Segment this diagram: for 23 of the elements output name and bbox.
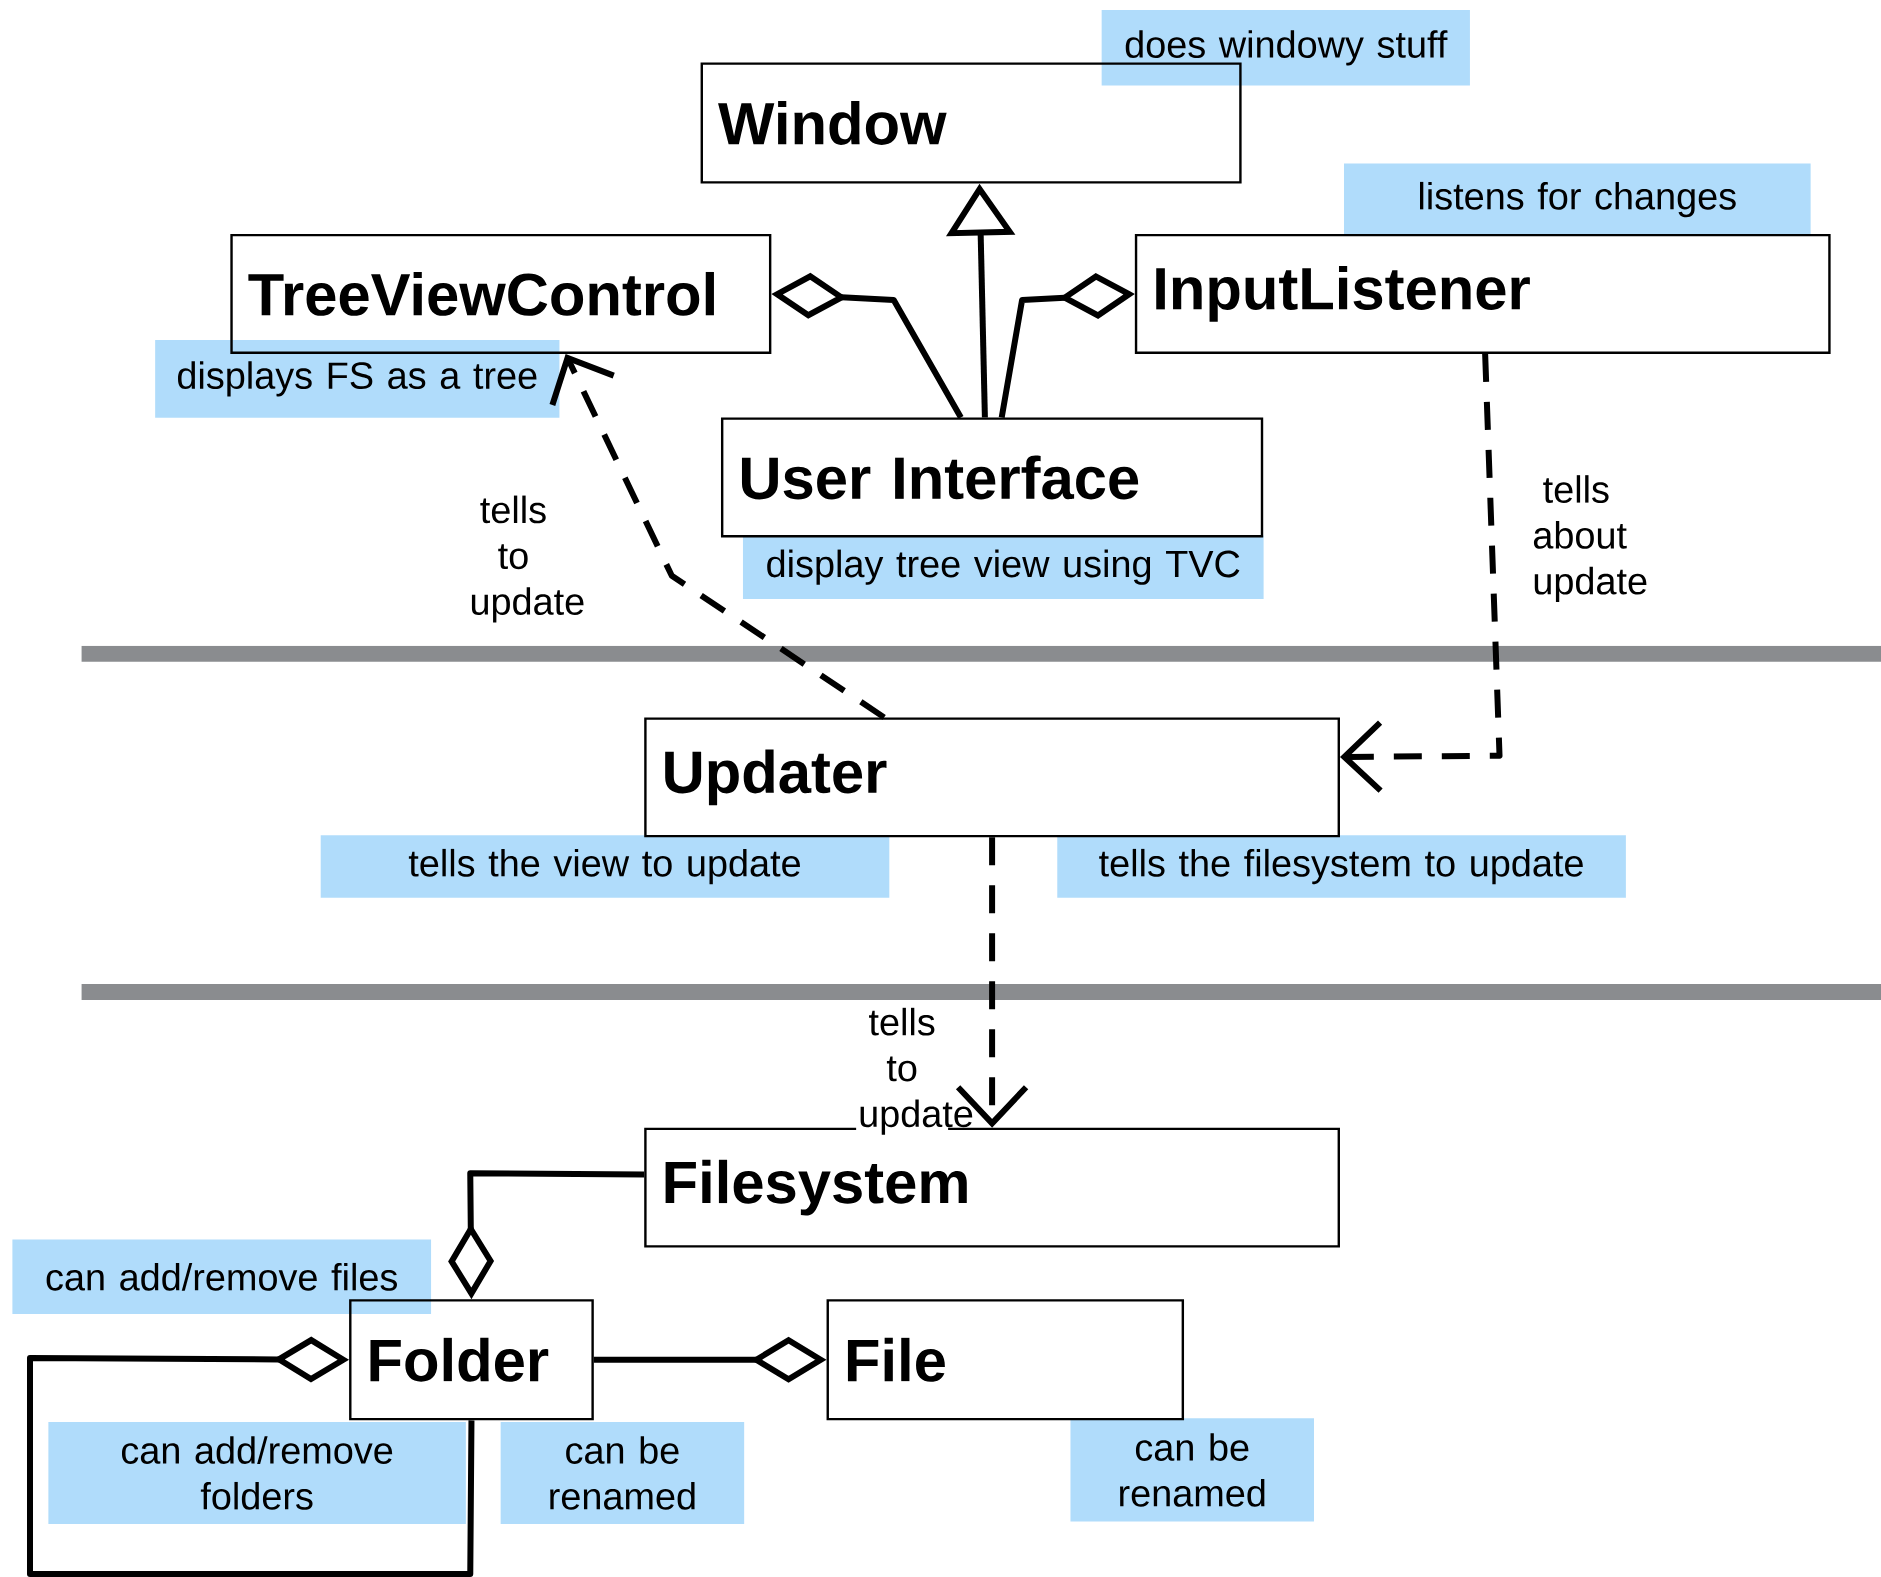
sticky-note: can be renamed: [500, 1421, 745, 1524]
class-box: InputListener: [1134, 233, 1831, 354]
class-box: Updater: [644, 717, 1340, 838]
class-box: File: [826, 1298, 1185, 1421]
sticky-note: tells the filesystem to update: [1057, 835, 1626, 898]
aggregation-line: [27, 1336, 475, 1577]
sticky-note: can add/remove folders: [48, 1421, 466, 1524]
arrow: [549, 353, 886, 720]
class-box: TreeViewControl: [230, 233, 772, 354]
edge-label: tells about update: [1530, 472, 1647, 604]
edge-label: tells to update: [467, 493, 584, 625]
sticky-note: tells the view to update: [320, 835, 890, 898]
class-box: Folder: [349, 1298, 594, 1421]
sticky-note: does windowy stuff: [1101, 9, 1470, 86]
sticky-note: can add/remove files: [12, 1239, 432, 1314]
sticky-note: can be renamed: [1070, 1418, 1314, 1522]
arrow: [955, 837, 1029, 1128]
sticky-note: display tree view using TVC: [742, 535, 1264, 599]
sticky-note: listens for changes: [1344, 163, 1811, 236]
arrow: [1340, 353, 1503, 793]
class-box: User Interface: [720, 417, 1264, 538]
class-box: Window: [700, 62, 1242, 184]
sticky-note: displays FS as a tree: [155, 339, 560, 418]
